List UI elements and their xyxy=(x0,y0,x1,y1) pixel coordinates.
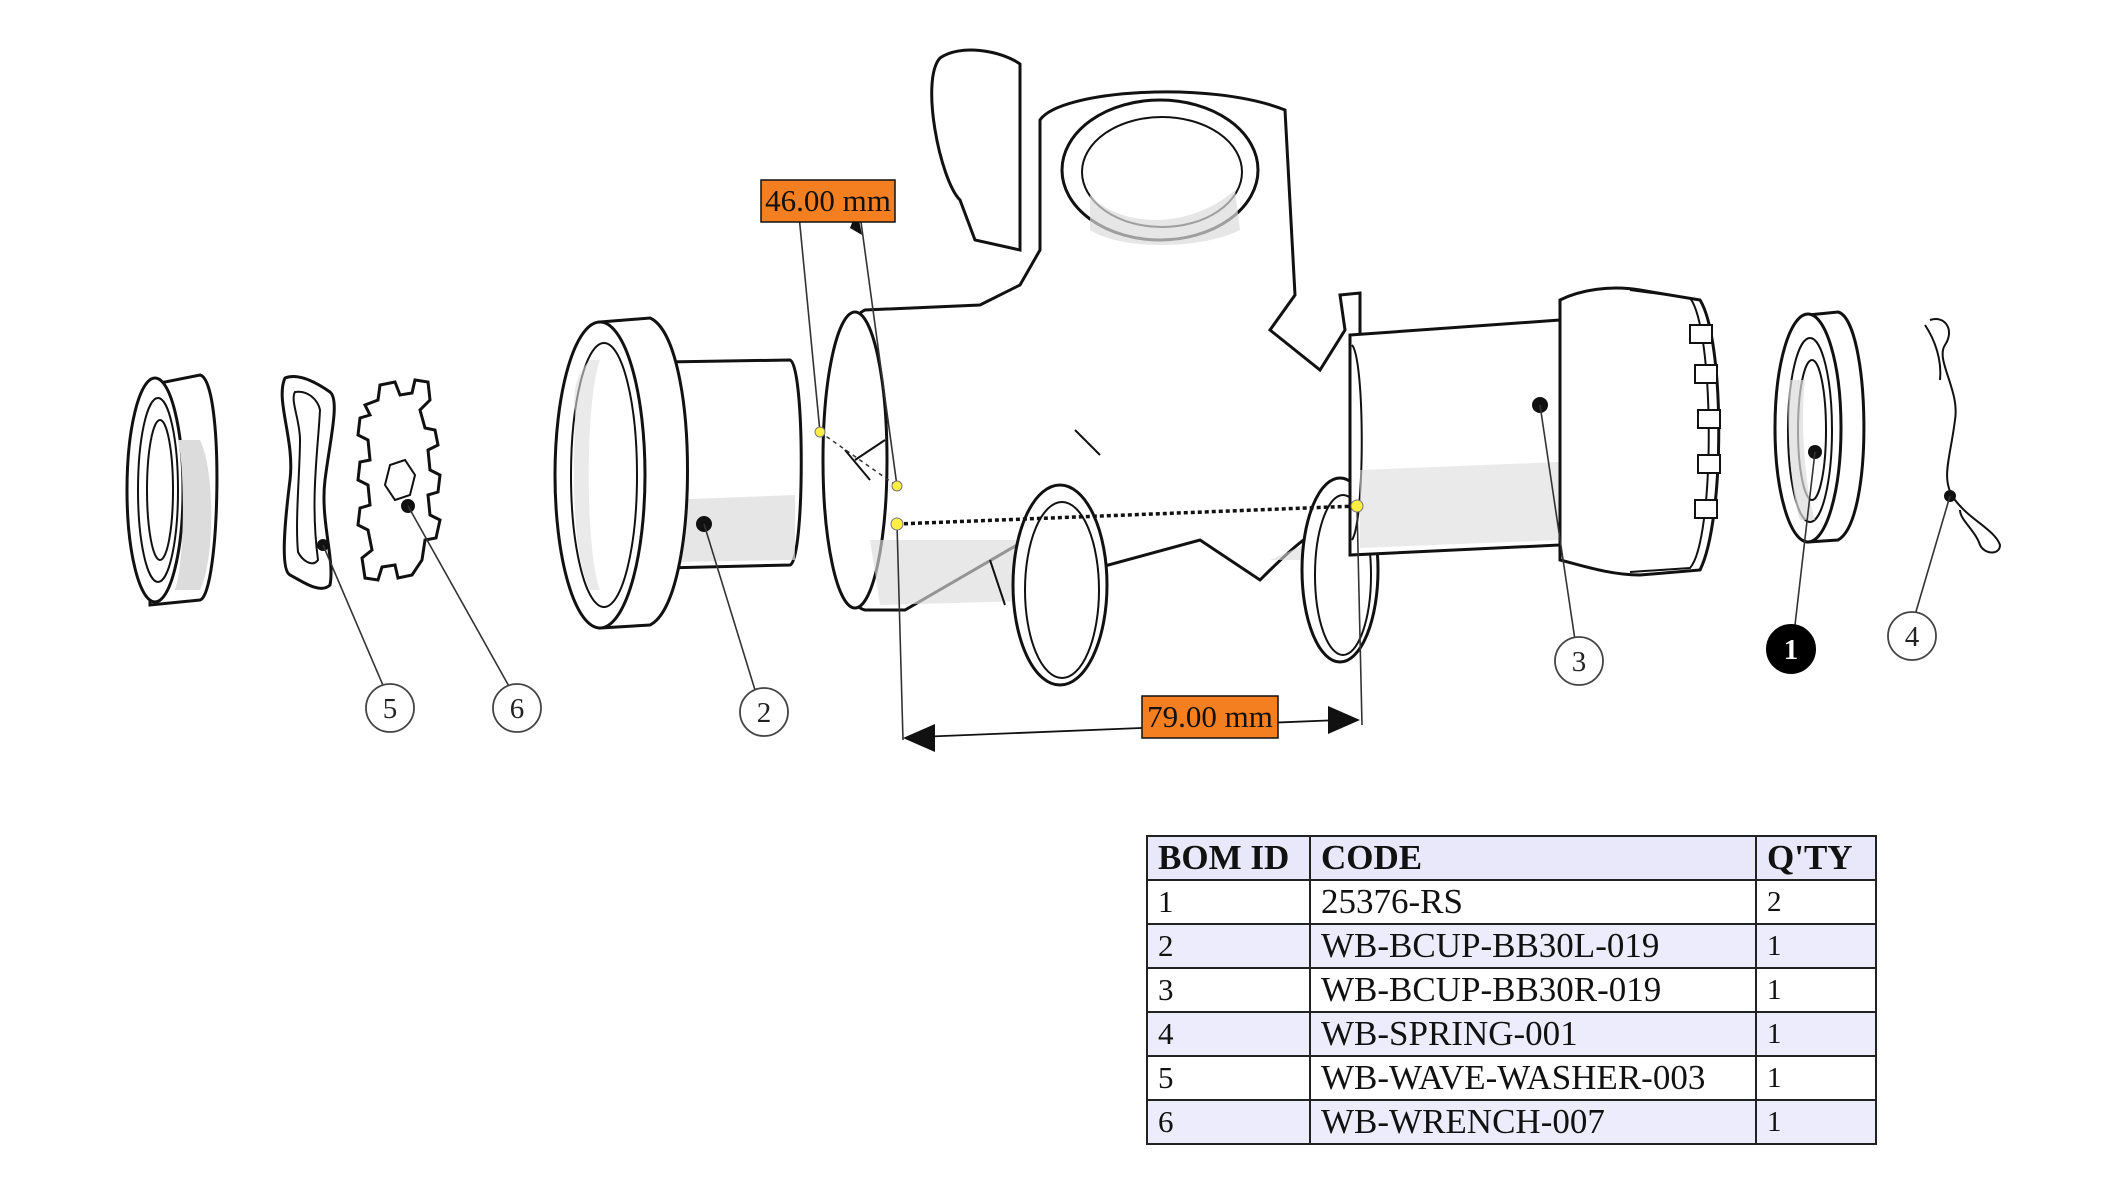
bearing-wrench[interactable] xyxy=(356,378,442,582)
dimension-label-79: 79.00 mm xyxy=(1141,695,1279,739)
leader-lines xyxy=(322,404,1951,691)
callout-balloon-3[interactable]: 3 xyxy=(1554,636,1604,686)
right-bearing-cup[interactable] xyxy=(1348,286,1721,577)
bom-header-code: CODE xyxy=(1309,835,1757,881)
svg-text:4: 4 xyxy=(1905,621,1920,653)
table-row[interactable]: 5 WB-WAVE-WASHER-003 1 xyxy=(1146,1055,1877,1101)
bom-header-row: BOM ID CODE Q'TY xyxy=(1146,835,1877,881)
bom-qty-cell: 1 xyxy=(1755,1055,1877,1101)
bom-qty-cell: 1 xyxy=(1755,1099,1877,1145)
bom-code-cell: 25376-RS xyxy=(1309,879,1757,925)
wave-washer[interactable] xyxy=(280,375,336,590)
table-row[interactable]: 6 WB-WRENCH-007 1 xyxy=(1146,1099,1877,1145)
right-bearing[interactable] xyxy=(1773,310,1866,544)
svg-text:79.00 mm: 79.00 mm xyxy=(1147,699,1273,734)
bom-code-cell: WB-BCUP-BB30R-019 xyxy=(1309,967,1757,1013)
bom-qty-cell: 1 xyxy=(1755,1011,1877,1057)
callout-balloon-4[interactable]: 4 xyxy=(1887,611,1937,661)
dimension-46 xyxy=(796,194,903,492)
bom-header-id: BOM ID xyxy=(1146,835,1311,881)
left-bearing-cup[interactable] xyxy=(553,316,803,630)
svg-text:1: 1 xyxy=(1784,634,1799,666)
table-row[interactable]: 2 WB-BCUP-BB30L-019 1 xyxy=(1146,923,1877,969)
svg-text:5: 5 xyxy=(383,693,398,725)
table-row[interactable]: 1 25376-RS 2 xyxy=(1146,879,1877,925)
left-bearing[interactable] xyxy=(125,373,219,607)
bom-code-cell: WB-WRENCH-007 xyxy=(1309,1099,1757,1145)
bom-code-cell: WB-BCUP-BB30L-019 xyxy=(1309,923,1757,969)
callout-balloon-2[interactable]: 2 xyxy=(739,687,789,737)
svg-text:3: 3 xyxy=(1572,646,1587,678)
svg-text:46.00 mm: 46.00 mm xyxy=(765,183,891,218)
bottom-bracket-shell[interactable] xyxy=(821,48,1380,687)
bom-code-cell: WB-WAVE-WASHER-003 xyxy=(1309,1055,1757,1101)
bom-qty-cell: 1 xyxy=(1755,967,1877,1013)
bom-id-cell: 1 xyxy=(1146,879,1311,925)
callout-balloon-5[interactable]: 5 xyxy=(365,683,415,733)
bom-id-cell: 2 xyxy=(1146,923,1311,969)
dimension-label-46: 46.00 mm xyxy=(760,179,896,223)
table-row[interactable]: 4 WB-SPRING-001 1 xyxy=(1146,1011,1877,1057)
bom-header-qty: Q'TY xyxy=(1755,835,1877,881)
svg-text:6: 6 xyxy=(510,693,525,725)
bom-qty-cell: 1 xyxy=(1755,923,1877,969)
bom-table: BOM ID CODE Q'TY 1 25376-RS 2 2 WB-BCUP-… xyxy=(1146,835,1877,1145)
svg-text:2: 2 xyxy=(757,697,772,729)
retaining-spring[interactable] xyxy=(1924,318,2002,554)
bom-qty-cell: 2 xyxy=(1755,879,1877,925)
bom-id-cell: 5 xyxy=(1146,1055,1311,1101)
callout-balloon-6[interactable]: 6 xyxy=(492,683,542,733)
callout-balloon-1[interactable]: 1 xyxy=(1766,624,1816,674)
bom-code-cell: WB-SPRING-001 xyxy=(1309,1011,1757,1057)
table-row[interactable]: 3 WB-BCUP-BB30R-019 1 xyxy=(1146,967,1877,1013)
bom-id-cell: 4 xyxy=(1146,1011,1311,1057)
bom-id-cell: 6 xyxy=(1146,1099,1311,1145)
bom-id-cell: 3 xyxy=(1146,967,1311,1013)
